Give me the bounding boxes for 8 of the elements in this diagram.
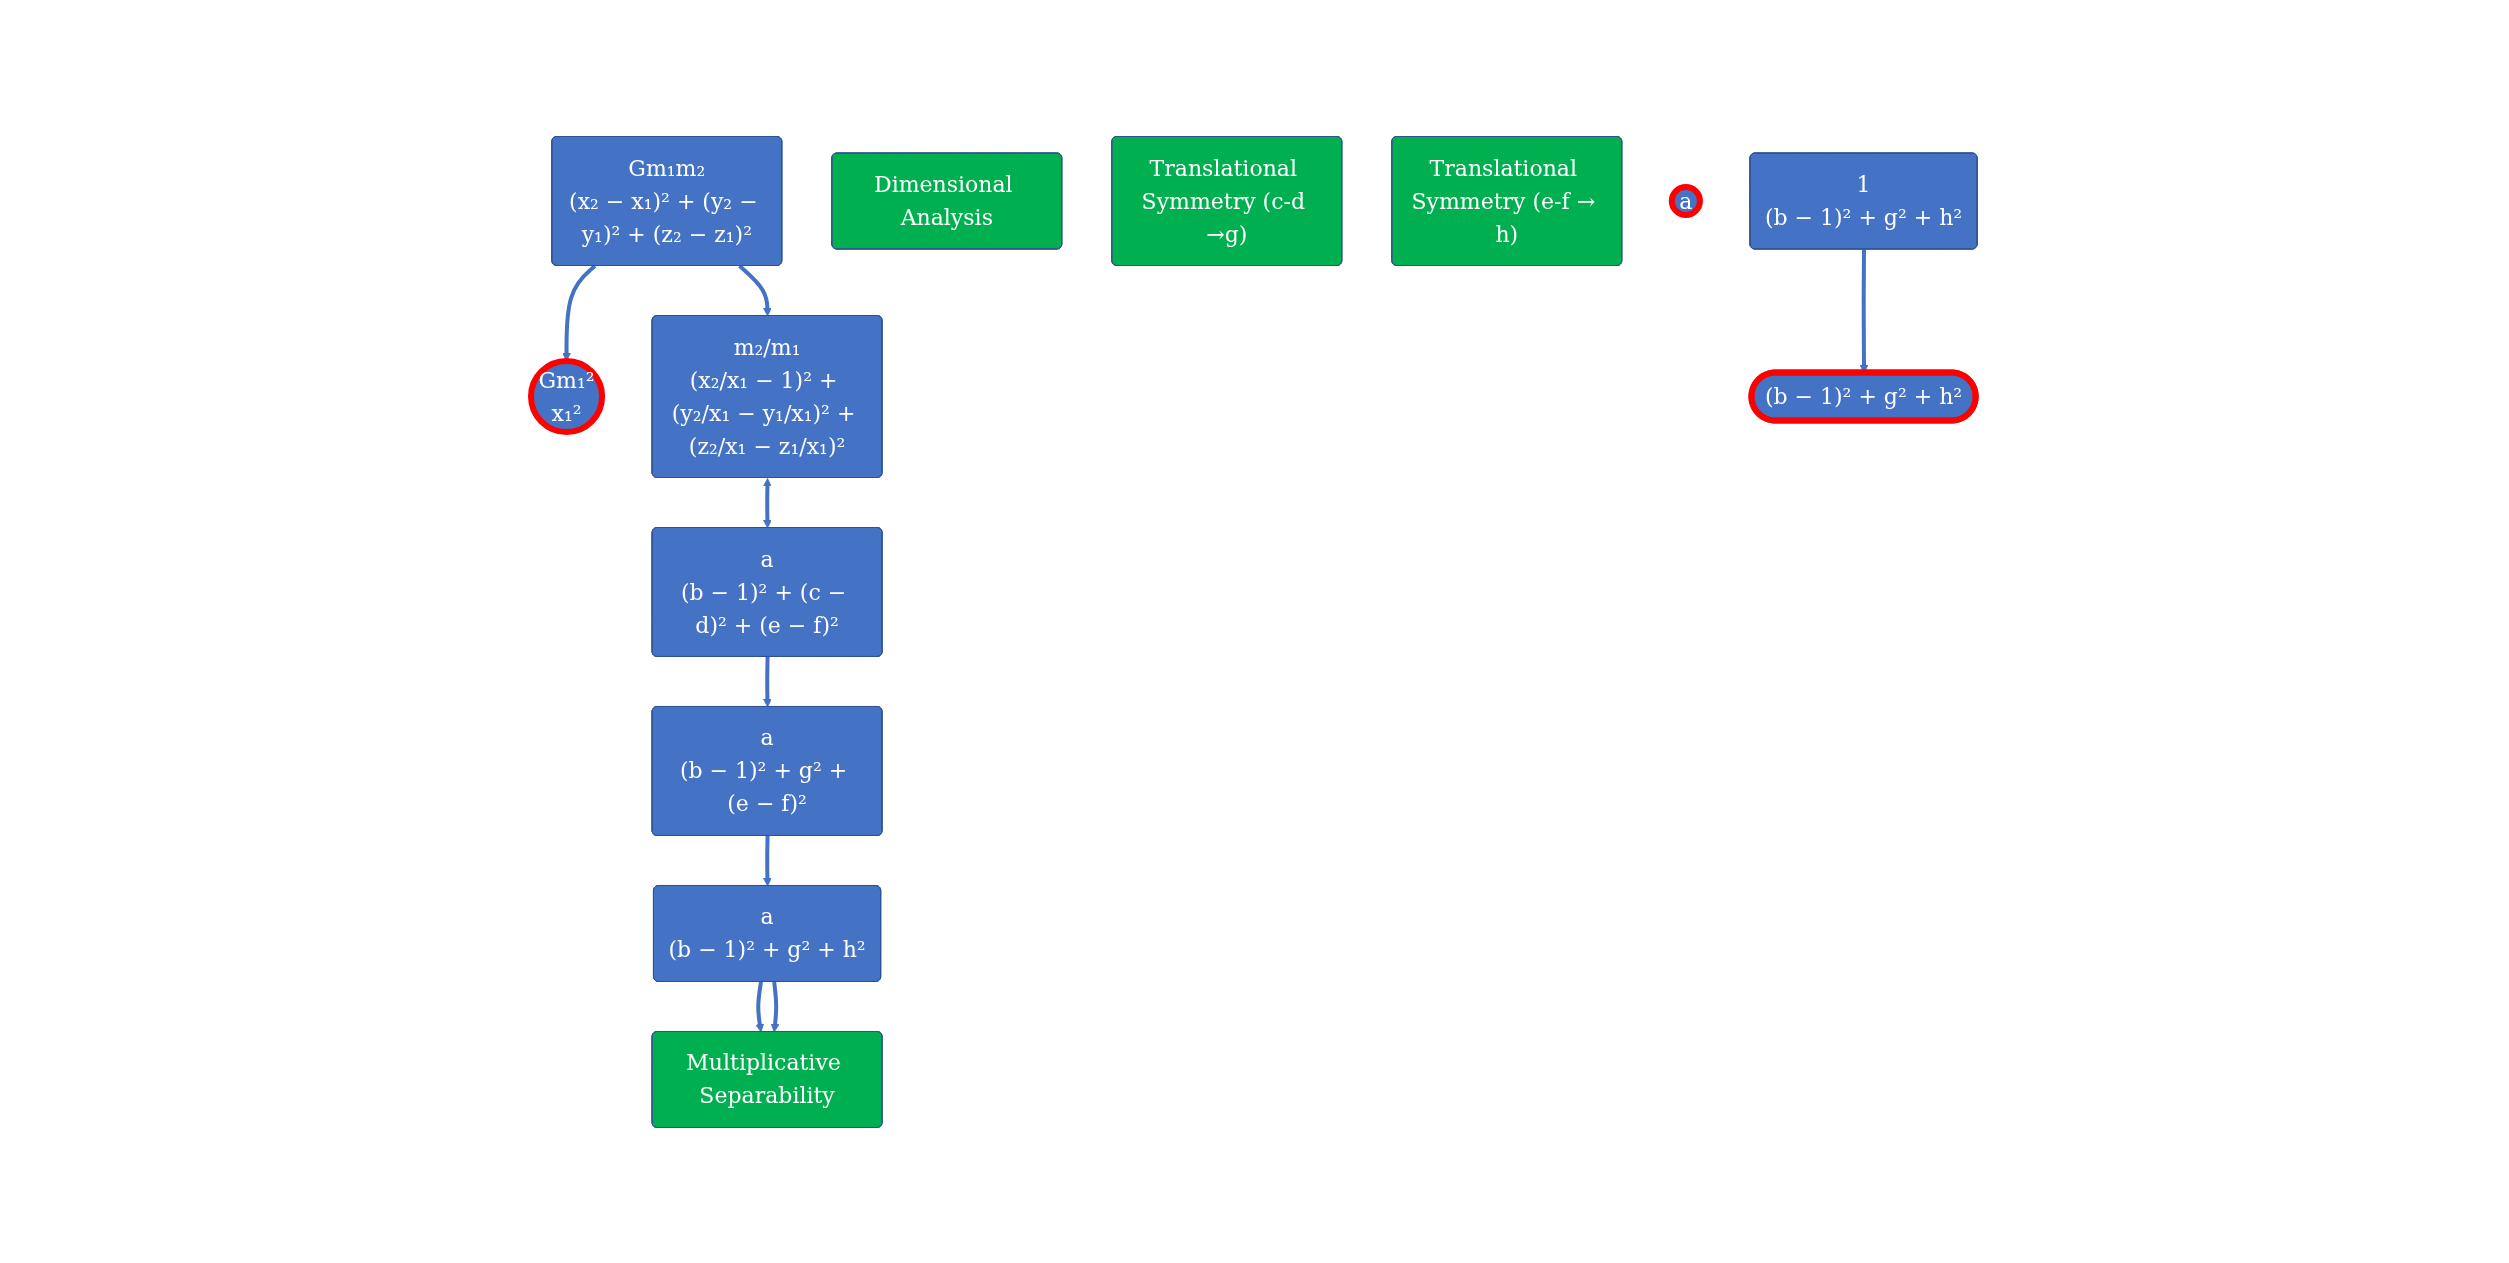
- arrow: [763, 477, 773, 528]
- arrow: [763, 656, 773, 707]
- node-circle: a: [1669, 183, 1704, 218]
- arrow: [763, 835, 773, 886]
- arrow: [755, 981, 765, 1032]
- arrow: [771, 981, 780, 1032]
- arrow: [738, 264, 773, 316]
- node-circle: Gm₁² x₁²: [528, 357, 606, 435]
